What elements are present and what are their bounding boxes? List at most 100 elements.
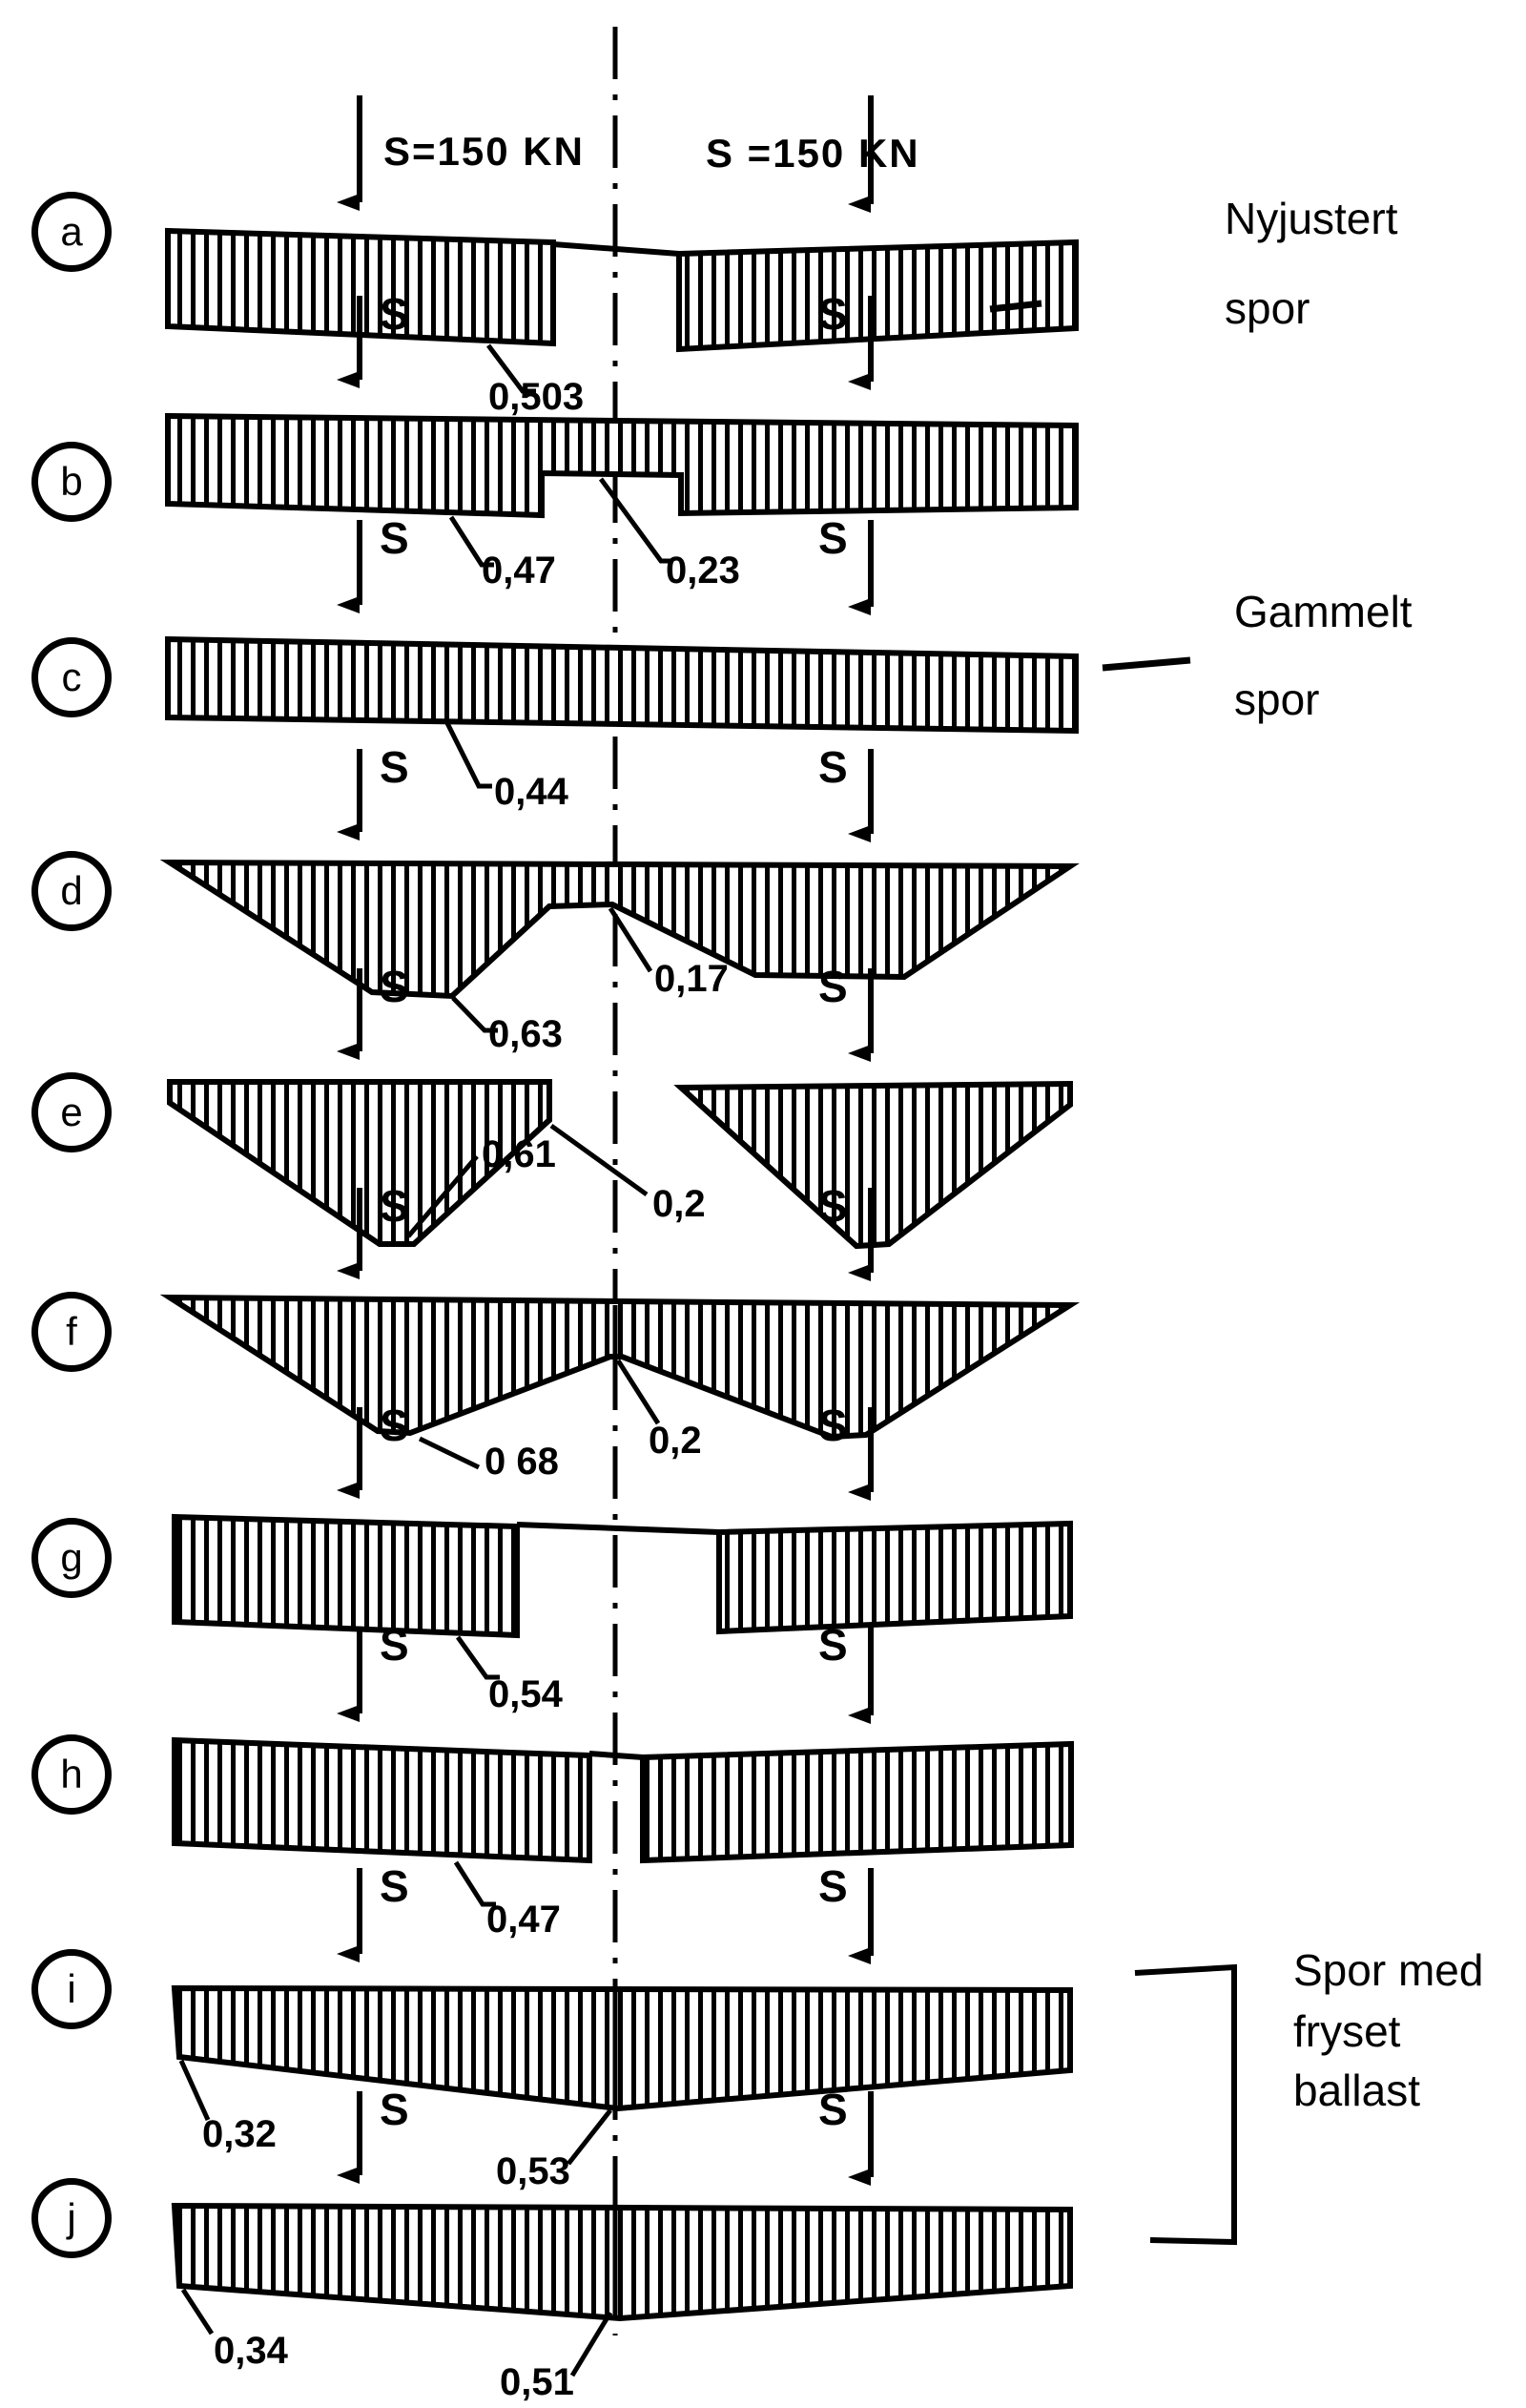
row-i-arrows bbox=[337, 1868, 874, 1964]
row-c-letter: c bbox=[61, 654, 82, 699]
gammelt-spor-label-line1: Gammelt bbox=[1234, 587, 1413, 636]
row-a-letter: a bbox=[60, 209, 83, 254]
row-c-leader bbox=[443, 719, 492, 789]
row-h-left-load-symbol: S bbox=[380, 1620, 409, 1670]
row-c-band bbox=[165, 635, 1079, 735]
row-h-arrows bbox=[337, 1627, 874, 1724]
row-b-value-2: 0,23 bbox=[666, 550, 740, 592]
row-b-leader-2 bbox=[598, 477, 671, 564]
row-h-right-load-symbol: S bbox=[818, 1620, 848, 1670]
row-b-arrows bbox=[337, 296, 874, 390]
row-j-value-1: 0,34 bbox=[214, 2330, 288, 2372]
row-i-value-1: 0,32 bbox=[202, 2113, 277, 2155]
row-d-leader-1 bbox=[451, 996, 498, 1033]
row-i-leader-1 bbox=[178, 2059, 211, 2122]
row-a-shapes bbox=[165, 227, 1079, 353]
row-d-circle-label: d bbox=[31, 851, 112, 931]
row-g-arrows bbox=[337, 1407, 874, 1501]
row-a-connector-line bbox=[552, 241, 680, 257]
fryset-ballast-label-line2: fryset bbox=[1293, 2006, 1401, 2056]
row-e-arrows bbox=[337, 968, 874, 1062]
row-c-right-load-symbol: S bbox=[818, 513, 848, 563]
row-g-circle-label: g bbox=[31, 1518, 112, 1598]
gammelt-pointer-dash bbox=[1102, 656, 1191, 672]
row-f-leader-1 bbox=[418, 1436, 481, 1470]
row-d-value-1: 0,63 bbox=[488, 1013, 563, 1055]
row-i-value-2: 0,53 bbox=[496, 2150, 570, 2192]
nyjustert-spor-label-line1: Nyjustert bbox=[1225, 194, 1398, 243]
row-i-right-load-symbol: S bbox=[818, 1861, 848, 1911]
row-i-band bbox=[171, 1984, 1073, 2112]
row-d-value-2: 0,17 bbox=[654, 958, 729, 1000]
row-b-band bbox=[165, 412, 1079, 519]
row-g-shapes bbox=[172, 1513, 1073, 1639]
row-d-band bbox=[159, 859, 1080, 1000]
row-d-arrows bbox=[337, 749, 874, 842]
gammelt-spor-label-line2: spor bbox=[1234, 675, 1320, 724]
row-b-circle-label: b bbox=[31, 442, 112, 522]
row-f-circle-label: f bbox=[31, 1292, 112, 1372]
row-f-band bbox=[159, 1294, 1081, 1441]
row-j-leader-1 bbox=[180, 2288, 215, 2335]
row-e-right-load-symbol: S bbox=[818, 962, 848, 1011]
fryset-bracket bbox=[1134, 1963, 1237, 2246]
row-e-left-load-symbol: S bbox=[380, 962, 409, 1011]
row-a-leader bbox=[486, 343, 536, 394]
row-j-band bbox=[171, 2202, 1073, 2322]
row-f-letter: f bbox=[66, 1309, 77, 1354]
row-g-value-1: 0,54 bbox=[488, 1673, 563, 1715]
row-d-letter: d bbox=[60, 868, 83, 913]
fryset-ballast-label-line1: Spor med bbox=[1293, 1945, 1484, 1995]
row-g-letter: g bbox=[60, 1535, 83, 1580]
row-f-right-load-symbol: S bbox=[818, 1181, 848, 1231]
row-e-value-1: 0,61 bbox=[482, 1133, 556, 1175]
row-b-left-load-symbol: S bbox=[380, 289, 409, 339]
row-a-arrows bbox=[337, 95, 874, 213]
row-j-letter: j bbox=[67, 2195, 76, 2240]
row-a-left-load-label: S=150 KN bbox=[383, 129, 585, 174]
row-j-circle-label: j bbox=[31, 2178, 112, 2258]
row-j-arrows bbox=[337, 2091, 874, 2186]
row-d-leader-2 bbox=[608, 906, 653, 973]
row-c-circle-label: c bbox=[31, 637, 112, 717]
nyjustert-spor-label-line2: spor bbox=[1225, 283, 1310, 333]
row-a-right-band bbox=[676, 239, 1079, 353]
row-h-right-band bbox=[640, 1740, 1074, 1864]
row-a-right-load-label: S =150 KN bbox=[706, 131, 920, 176]
row-i-left-load-symbol: S bbox=[380, 1861, 409, 1911]
row-g-left-load-symbol: S bbox=[380, 1401, 409, 1450]
row-j-value-2: 0,51 bbox=[500, 2361, 574, 2403]
row-b-right-load-symbol: S bbox=[818, 289, 848, 339]
row-e-circle-label: e bbox=[31, 1072, 112, 1152]
row-h-letter: h bbox=[60, 1752, 83, 1796]
row-c-arrows bbox=[337, 520, 874, 615]
row-a-circle-label: a bbox=[31, 192, 112, 272]
row-a-left-band bbox=[165, 227, 556, 347]
row-j-left-load-symbol: S bbox=[380, 2085, 409, 2134]
row-g-right-band bbox=[716, 1520, 1073, 1635]
row-h-value-1: 0,47 bbox=[486, 1899, 561, 1941]
row-h-leader bbox=[453, 1860, 496, 1907]
row-d-left-load-symbol: S bbox=[380, 742, 409, 792]
row-i-letter: i bbox=[67, 1966, 76, 2011]
row-e-leader-1 bbox=[406, 1154, 479, 1238]
row-b-value-1: 0,47 bbox=[482, 550, 556, 592]
row-h-circle-label: h bbox=[31, 1734, 112, 1815]
fryset-ballast-label-line3: ballast bbox=[1293, 2065, 1420, 2115]
row-i-circle-label: i bbox=[31, 1949, 112, 2029]
row-g-connector-line bbox=[516, 1522, 720, 1535]
row-b-leader-1 bbox=[448, 515, 494, 568]
row-j-leader-2 bbox=[569, 2311, 613, 2377]
row-g-left-band bbox=[172, 1513, 520, 1639]
row-j-right-load-symbol: S bbox=[818, 2085, 848, 2134]
row-d-right-load-symbol: S bbox=[818, 742, 848, 792]
row-g-right-load-symbol: S bbox=[818, 1401, 848, 1450]
row-f-arrows bbox=[337, 1188, 874, 1281]
row-f-value-1: 0 68 bbox=[485, 1441, 559, 1483]
row-e-left-triangle bbox=[167, 1079, 552, 1247]
row-f-value-2: 0,2 bbox=[649, 1420, 702, 1462]
row-f-left-load-symbol: S bbox=[380, 1181, 409, 1231]
row-e-right-triangle bbox=[673, 1080, 1073, 1250]
